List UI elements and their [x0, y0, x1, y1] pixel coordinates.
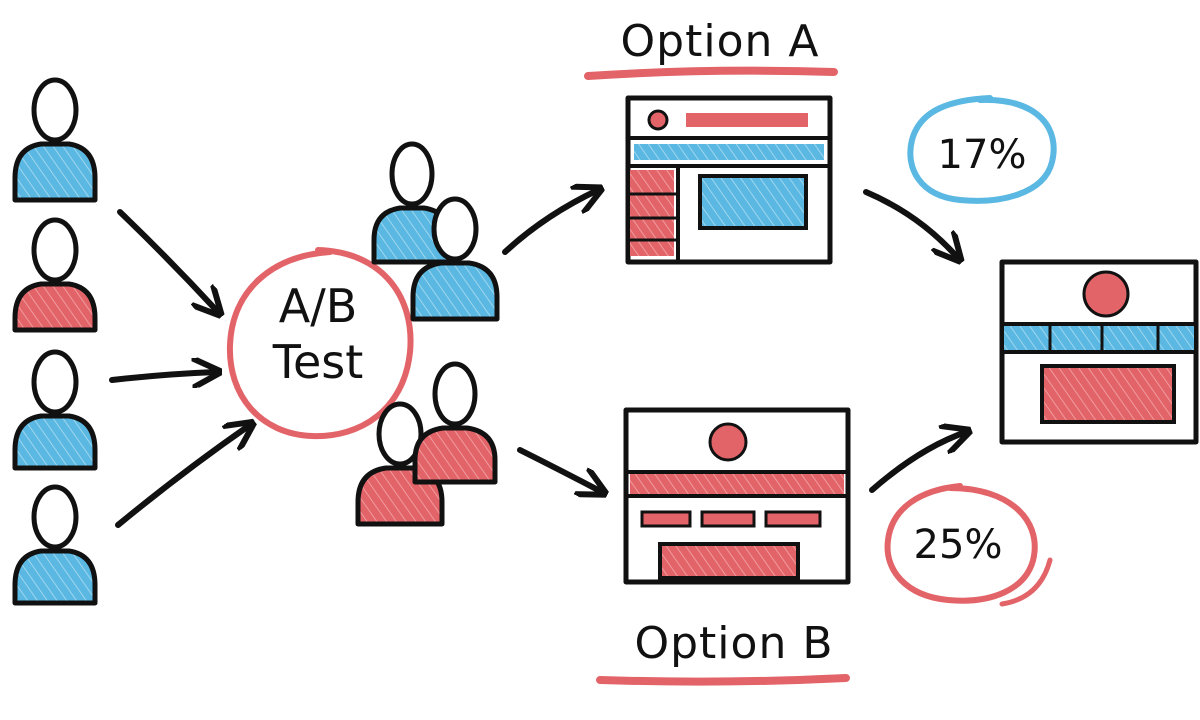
- user-icon: [12, 217, 98, 333]
- result-a-circle: [907, 95, 1057, 204]
- arrows-to-test: [109, 209, 250, 528]
- user-icon: [12, 484, 98, 606]
- option-b-result: 25%: [884, 483, 1053, 607]
- result-b-circle: [884, 483, 1038, 604]
- users-column: [12, 77, 98, 606]
- arrow-icon: [109, 372, 216, 380]
- option-a-label-group: Option A: [584, 16, 838, 80]
- option-b-label-group: Option B: [596, 618, 850, 686]
- arrow-icon: [117, 209, 218, 312]
- winner-webpage: [999, 259, 1199, 445]
- option-a-label: Option A: [621, 16, 820, 67]
- result-b-value: 25%: [914, 522, 1003, 568]
- arrow-icon: [517, 447, 602, 492]
- user-icon: [12, 349, 98, 471]
- option-a-result: 17%: [907, 95, 1057, 204]
- test-circle: [226, 247, 414, 440]
- arrow-icon: [115, 425, 250, 528]
- arrow-icon: [869, 432, 966, 493]
- option-b-underline: [596, 674, 850, 686]
- arrow-icon: [502, 190, 598, 255]
- option-a-webpage: [625, 95, 833, 265]
- ab-test-node: A/B Test: [226, 247, 414, 440]
- arrow-icon: [863, 189, 958, 258]
- user-icon: [12, 77, 98, 203]
- option-b-label: Option B: [634, 618, 833, 669]
- option-a-underline: [584, 66, 838, 80]
- option-b-webpage: [623, 407, 851, 585]
- ab-test-label-line2: Test: [272, 335, 364, 389]
- result-a-value: 17%: [938, 132, 1027, 178]
- user-group-b: [355, 361, 498, 527]
- user-group-a: [371, 141, 500, 322]
- ab-test-label-line1: A/B: [279, 279, 358, 333]
